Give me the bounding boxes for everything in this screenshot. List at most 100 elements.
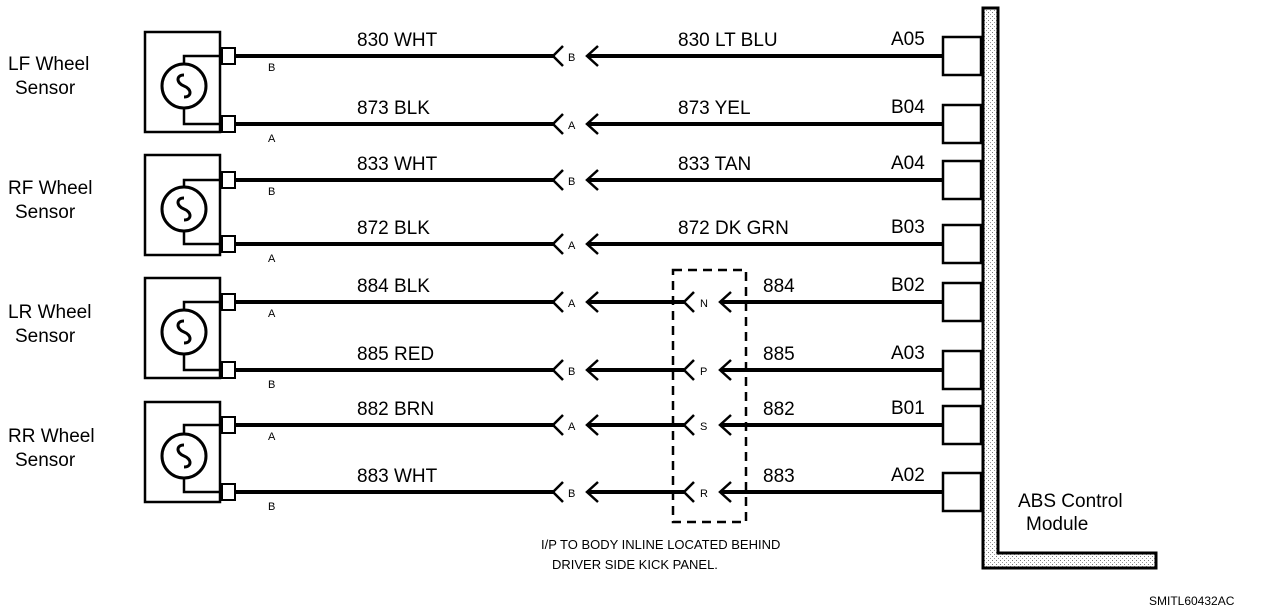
circuit-label: 830 WHT	[357, 30, 438, 51]
inline-note-line1: I/P TO BODY INLINE LOCATED BEHIND	[541, 537, 780, 552]
sensor-pin-label: B	[268, 501, 275, 513]
sensor-housing	[143, 276, 222, 380]
inline-chevron	[682, 359, 695, 381]
connector-chevron	[585, 291, 599, 313]
inline-connector-box	[671, 268, 748, 524]
connector-chevron	[585, 169, 599, 191]
circuit-label: 883 WHT	[357, 466, 438, 487]
circuit-label: 873 YEL	[678, 98, 751, 119]
sensor-lead	[182, 54, 222, 64]
figure-code: SMITL60432AC	[1149, 594, 1235, 608]
inline-pin-label: R	[700, 488, 708, 500]
module-pin-label: B03	[891, 217, 925, 238]
sensor-label-line1: RR Wheel	[8, 426, 95, 447]
module-pin-label: A04	[891, 153, 925, 174]
sensor-pin-label: A	[268, 431, 276, 443]
module-label-line2: Module	[1026, 514, 1088, 535]
inline-chevron	[718, 359, 732, 381]
wire-circuit: B 833 WHT B 833 TAN A04	[221, 153, 983, 201]
connector-chevron	[585, 45, 599, 67]
sensor-terminal	[221, 235, 236, 253]
wire-circuit: B 830 WHT B 830 LT BLU A05	[221, 29, 983, 77]
sensor-label-line2: Sensor	[15, 78, 76, 99]
sensor-pin-label: B	[268, 62, 275, 74]
inline-chevron	[718, 414, 732, 436]
connector-pin-label: A	[568, 298, 576, 310]
sensor-pin-label: B	[268, 379, 275, 391]
wire-circuit: A 873 BLK A 873 YEL B04	[221, 97, 983, 145]
circuit-label: 885 RED	[357, 344, 434, 365]
sensor-label-line1: RF Wheel	[8, 178, 92, 199]
module-terminal	[941, 471, 983, 513]
sensor-lead	[182, 108, 222, 126]
sensor-terminal	[221, 47, 236, 65]
sensor-housing	[143, 30, 222, 134]
circuit-label: 833 TAN	[678, 154, 751, 175]
connector-chevron	[551, 233, 564, 255]
circuit-label: 833 WHT	[357, 154, 438, 175]
circuit-label: 884	[763, 276, 795, 297]
sensor-terminal	[221, 416, 236, 434]
module-pin-label: B04	[891, 97, 925, 118]
inline-pin-label: S	[700, 421, 707, 433]
inline-pin-label: P	[700, 366, 707, 378]
sensor-terminal	[221, 483, 236, 501]
module-pin-label: B02	[891, 275, 925, 296]
module-terminal	[941, 281, 983, 323]
connector-pin-label: A	[568, 120, 576, 132]
module-pin-label: B01	[891, 398, 925, 419]
sensor-coil-symbol	[176, 196, 192, 222]
wire-circuit: B 883 WHT B R 883 A02	[221, 465, 983, 513]
circuit-label: 873 BLK	[357, 98, 430, 119]
sensor-coil-symbol	[176, 73, 192, 99]
inline-chevron	[718, 481, 732, 503]
sensor-label-line1: LF Wheel	[8, 54, 89, 75]
sensor-label-line2: Sensor	[15, 326, 76, 347]
sensor-lead	[182, 478, 222, 494]
connector-pin-label: B	[568, 366, 575, 378]
module-label-line1: ABS Control	[1018, 491, 1123, 512]
sensor-terminal	[221, 361, 236, 379]
connector-pin-label: B	[568, 488, 575, 500]
connector-chevron	[551, 359, 564, 381]
module-terminal	[941, 35, 983, 77]
module-pin-label: A02	[891, 465, 925, 486]
sensor-lead	[182, 231, 222, 246]
connector-pin-label: A	[568, 240, 576, 252]
module-pin-label: A05	[891, 29, 925, 50]
circuit-label: 884 BLK	[357, 276, 430, 297]
sensor-pin-label: A	[268, 308, 276, 320]
circuit-label: 830 LT BLU	[678, 30, 778, 51]
sensor-pin-label: B	[268, 186, 275, 198]
circuit-label: 885	[763, 344, 795, 365]
connector-chevron	[551, 169, 564, 191]
connector-chevron	[551, 481, 564, 503]
sensor-label-line2: Sensor	[15, 450, 76, 471]
connector-chevron	[585, 233, 599, 255]
circuit-label: 872 DK GRN	[678, 218, 789, 239]
circuit-label: 882 BRN	[357, 399, 434, 420]
module-terminal	[941, 103, 983, 145]
sensor-terminal	[221, 171, 236, 189]
connector-pin-label: B	[568, 176, 575, 188]
connector-chevron	[551, 291, 564, 313]
sensor-lead	[182, 300, 222, 310]
circuit-label: 882	[763, 399, 795, 420]
inline-note-line2: DRIVER SIDE KICK PANEL.	[552, 557, 718, 572]
sensor-lead	[182, 178, 222, 187]
sensor-pin-label: A	[268, 133, 276, 145]
sensor-housing	[143, 400, 222, 504]
connector-pin-label: B	[568, 52, 575, 64]
sensor-coil-symbol	[176, 319, 192, 345]
sensor-housing	[143, 153, 222, 257]
inline-chevron	[682, 291, 695, 313]
sensor-pin-label: A	[268, 253, 276, 265]
connector-pin-label: A	[568, 421, 576, 433]
connector-chevron	[551, 45, 564, 67]
circuit-label: 883	[763, 466, 795, 487]
connector-chevron	[585, 481, 599, 503]
sensor-lead	[182, 423, 222, 434]
